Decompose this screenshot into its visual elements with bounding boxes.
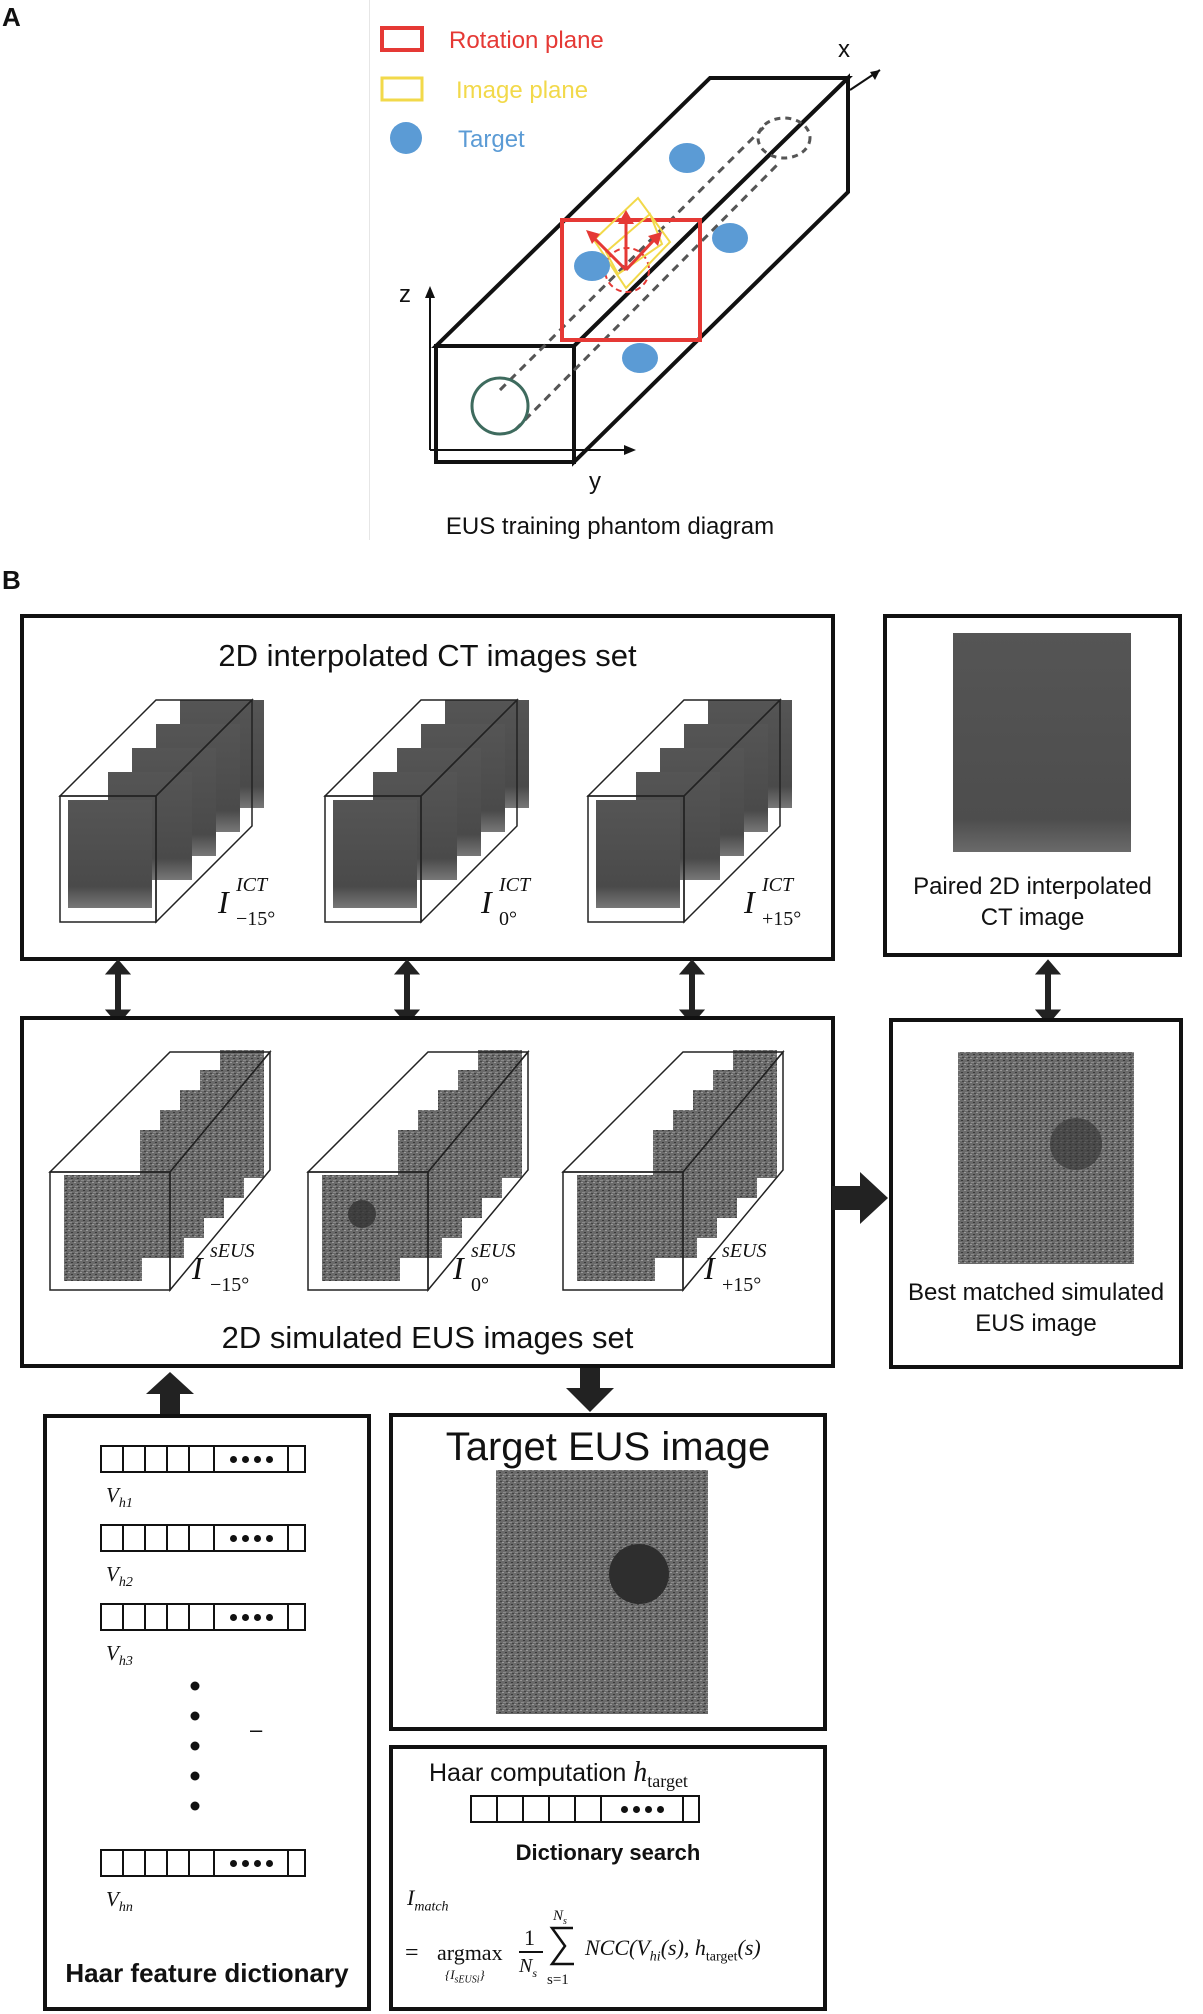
vector-row-h1 (100, 1445, 306, 1473)
haar-dictionary-title: Haar feature dictionary (65, 1958, 349, 1988)
eus-flow-arrows (146, 1368, 614, 1418)
ct-label-0: I ICT 0° (481, 874, 531, 930)
vector-label-h3: Vh3 (106, 1641, 133, 1670)
paired-ct-caption-line2: CT image (980, 904, 1085, 931)
formula-argmax-subscript: {IsEUSi} (445, 1967, 485, 1986)
panel-a-caption: EUS training phantom diagram (445, 513, 775, 540)
panel-b-letter: B (2, 565, 21, 595)
axis-y-label: y (589, 468, 601, 495)
dictionary-search-label: Dictionary search (515, 1840, 701, 1865)
eus-label-plus15: I sEUS +15° (704, 1240, 767, 1296)
vector-label-h2: Vh2 (106, 1562, 133, 1591)
best-matched-caption-line2: EUS image (975, 1310, 1097, 1337)
formula-sum-bottom: s=1 (547, 1972, 569, 1988)
target-swatch (390, 122, 422, 154)
target-vector-row (470, 1795, 700, 1823)
vector-label-hn: Vhn (106, 1887, 133, 1916)
right-arrow (832, 1172, 888, 1224)
vector-label-h1: Vh1 (106, 1483, 133, 1512)
haar-computation-text: Haar computation htarget (429, 1757, 688, 1791)
image-plane-swatch (380, 76, 424, 102)
formula-ncc: NCC(Vhi(s), htarget(s) (585, 1935, 761, 1965)
axis-z-label: z (399, 281, 411, 308)
vector-row-h3 (100, 1603, 306, 1631)
eus-set-title: 2D simulated EUS images set (221, 1320, 634, 1355)
paired-ct-caption: Paired 2D interpolated CT image (883, 871, 1182, 933)
vertical-ellipsis (190, 1681, 200, 1811)
paired-ct-image (953, 633, 1131, 852)
panel-a-legend-swatches (380, 26, 424, 154)
ct-stacks (58, 698, 792, 924)
best-matched-caption: Best matched simulated EUS image (889, 1277, 1183, 1339)
vector-row-h2 (100, 1524, 306, 1552)
ct-set-title: 2D interpolated CT images set (218, 638, 637, 673)
target-eus-title: Target EUS image (445, 1425, 771, 1469)
formula-frac-num: 1 (524, 1925, 535, 1950)
formula-sum-top: Ns (553, 1908, 567, 1927)
rotation-plane-swatch (380, 26, 424, 52)
haar-dictionary-box: Haar feature dictionary (43, 1414, 371, 2011)
vector-row-hn (100, 1849, 306, 1877)
eus-label-minus15: I sEUS −15° (192, 1240, 255, 1296)
i-match-label: Imatch (407, 1885, 449, 1915)
formula-argmax: argmax (437, 1940, 503, 1965)
legend-image-plane: Image plane (456, 77, 589, 104)
eus-label-0: I sEUS 0° (453, 1240, 516, 1296)
dash-mark: – (250, 1717, 263, 1742)
best-matched-image (958, 1052, 1134, 1264)
ct-label-minus15: I ICT −15° (218, 874, 276, 930)
paired-ct-caption-line1: Paired 2D interpolated (913, 873, 1152, 900)
dictionary-search-box (389, 1745, 827, 2011)
best-matched-caption-line1: Best matched simulated (907, 1279, 1165, 1306)
panel-a-letter: A (2, 2, 21, 32)
formula-frac-den: Ns (519, 1955, 538, 1980)
formula-equals: = (405, 1940, 419, 1966)
panel-a-divider (369, 0, 370, 540)
ct-label-plus15: I ICT +15° (744, 874, 802, 930)
phantom-diagram (425, 69, 881, 467)
ct-eus-double-arrows (104, 959, 1062, 1025)
legend-rotation-plane: Rotation plane (449, 27, 604, 54)
sum-sign (549, 1926, 574, 1966)
axis-x-label: x (838, 36, 850, 63)
eus-stacks (48, 1049, 785, 1293)
formula-frac-bar (519, 1951, 543, 1953)
target-eus-image (496, 1470, 708, 1714)
legend-target: Target (458, 126, 525, 153)
